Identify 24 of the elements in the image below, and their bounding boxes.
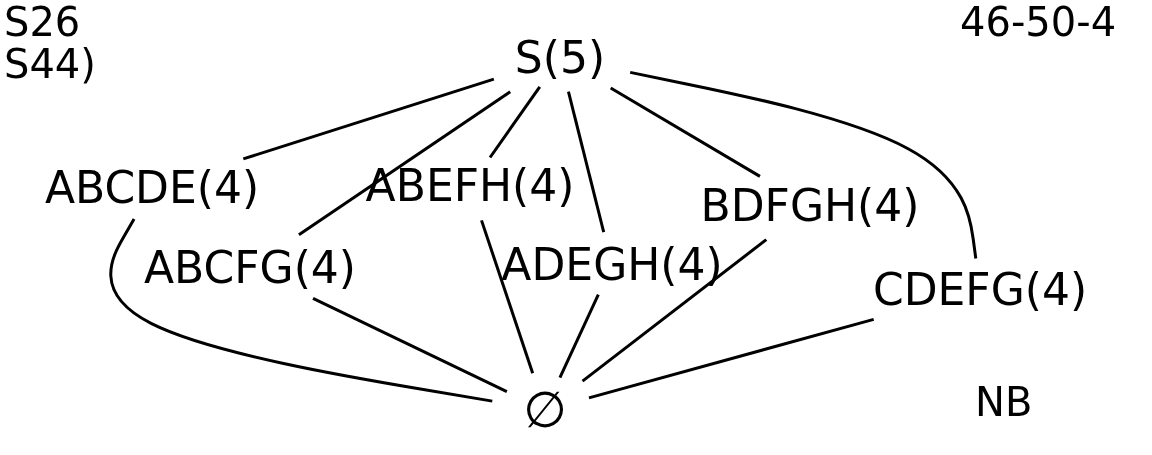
note-text: 46-50-4: [960, 2, 1117, 42]
note-text: S26: [4, 2, 81, 42]
node-label: S(5): [510, 34, 610, 82]
node-label: ADEGH(4): [497, 241, 727, 289]
node-label: ∅: [519, 383, 571, 437]
connector-line: [581, 238, 768, 383]
note-text: NB: [975, 382, 1033, 422]
connector-line: [588, 317, 875, 400]
connector-line: [566, 91, 606, 233]
connector-line: [312, 296, 508, 393]
node-label: ABEFH(4): [361, 162, 579, 210]
connector-line: [629, 70, 978, 259]
connector-line: [109, 218, 493, 403]
node-label: BDFGH(4): [696, 182, 924, 230]
node-label: CDEFG(4): [868, 266, 1092, 314]
note-text: S44): [4, 44, 96, 84]
connector-line: [609, 86, 761, 178]
connector-line: [242, 77, 495, 161]
connector-line: [480, 219, 535, 374]
connector-line: [558, 294, 600, 379]
connector-line: [488, 85, 541, 159]
connector-line: [298, 90, 512, 237]
node-label: ABCFG(4): [140, 244, 360, 292]
node-label: ABCDE(4): [40, 164, 264, 212]
